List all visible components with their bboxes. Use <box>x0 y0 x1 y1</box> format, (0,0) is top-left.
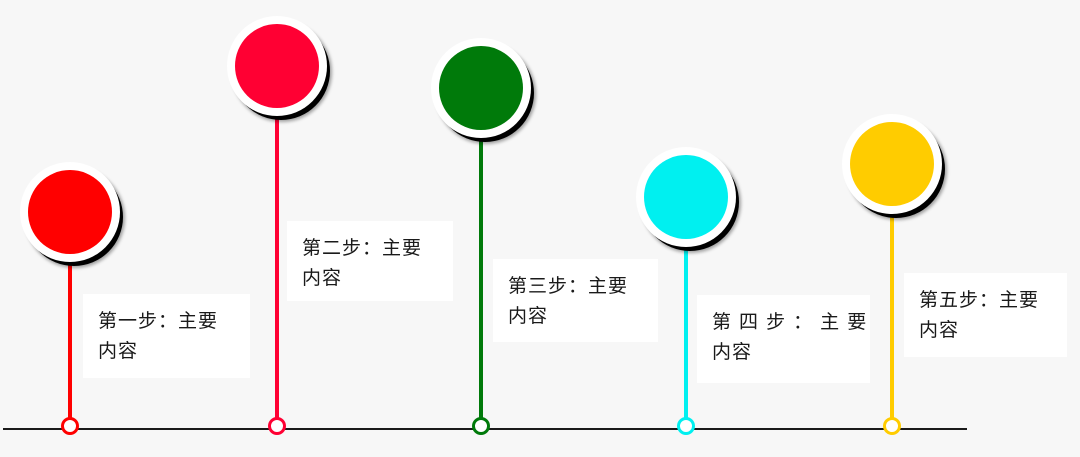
timeline-node-ring-icon <box>472 417 490 435</box>
step-subtitle: 内容 <box>919 319 960 341</box>
step-connector-line <box>479 128 483 423</box>
step-connector-line <box>275 106 279 423</box>
timeline-node-ring-icon <box>677 417 695 435</box>
step-connector-line <box>68 252 72 423</box>
step-title: 第二步：主要 <box>302 237 423 259</box>
step-color-dot-icon <box>644 155 728 239</box>
step-color-dot-icon <box>850 122 934 206</box>
timeline-node-ring-icon <box>268 417 286 435</box>
step-color-dot-icon <box>439 46 523 130</box>
step-color-dot-icon <box>235 24 319 108</box>
step-label-card: 第三步：主要 内容 <box>493 259 658 342</box>
step-label-card: 第 四 步 ： 主 要 内容 <box>697 295 870 383</box>
step-subtitle: 内容 <box>98 340 139 362</box>
timeline-node-ring-icon <box>61 417 79 435</box>
step-marker-circle <box>20 162 120 262</box>
step-title: 第一步：主要 <box>98 310 219 332</box>
step-subtitle: 内容 <box>712 341 753 363</box>
step-label-card: 第五步：主要 内容 <box>904 273 1067 357</box>
step-label-card: 第二步：主要 内容 <box>287 221 453 301</box>
step-connector-line <box>684 237 688 423</box>
step-title: 第五步：主要 <box>919 289 1040 311</box>
step-marker-circle <box>431 38 531 138</box>
step-color-dot-icon <box>28 170 112 254</box>
timeline-node-ring-icon <box>883 417 901 435</box>
step-connector-line <box>890 204 894 423</box>
step-subtitle: 内容 <box>302 267 343 289</box>
step-label-card: 第一步：主要 内容 <box>83 294 250 378</box>
step-marker-circle <box>227 16 327 116</box>
step-subtitle: 内容 <box>508 305 549 327</box>
step-title: 第 四 步 ： 主 要 <box>712 311 868 333</box>
step-marker-circle <box>842 114 942 214</box>
step-marker-circle <box>636 147 736 247</box>
step-title: 第三步：主要 <box>508 275 629 297</box>
